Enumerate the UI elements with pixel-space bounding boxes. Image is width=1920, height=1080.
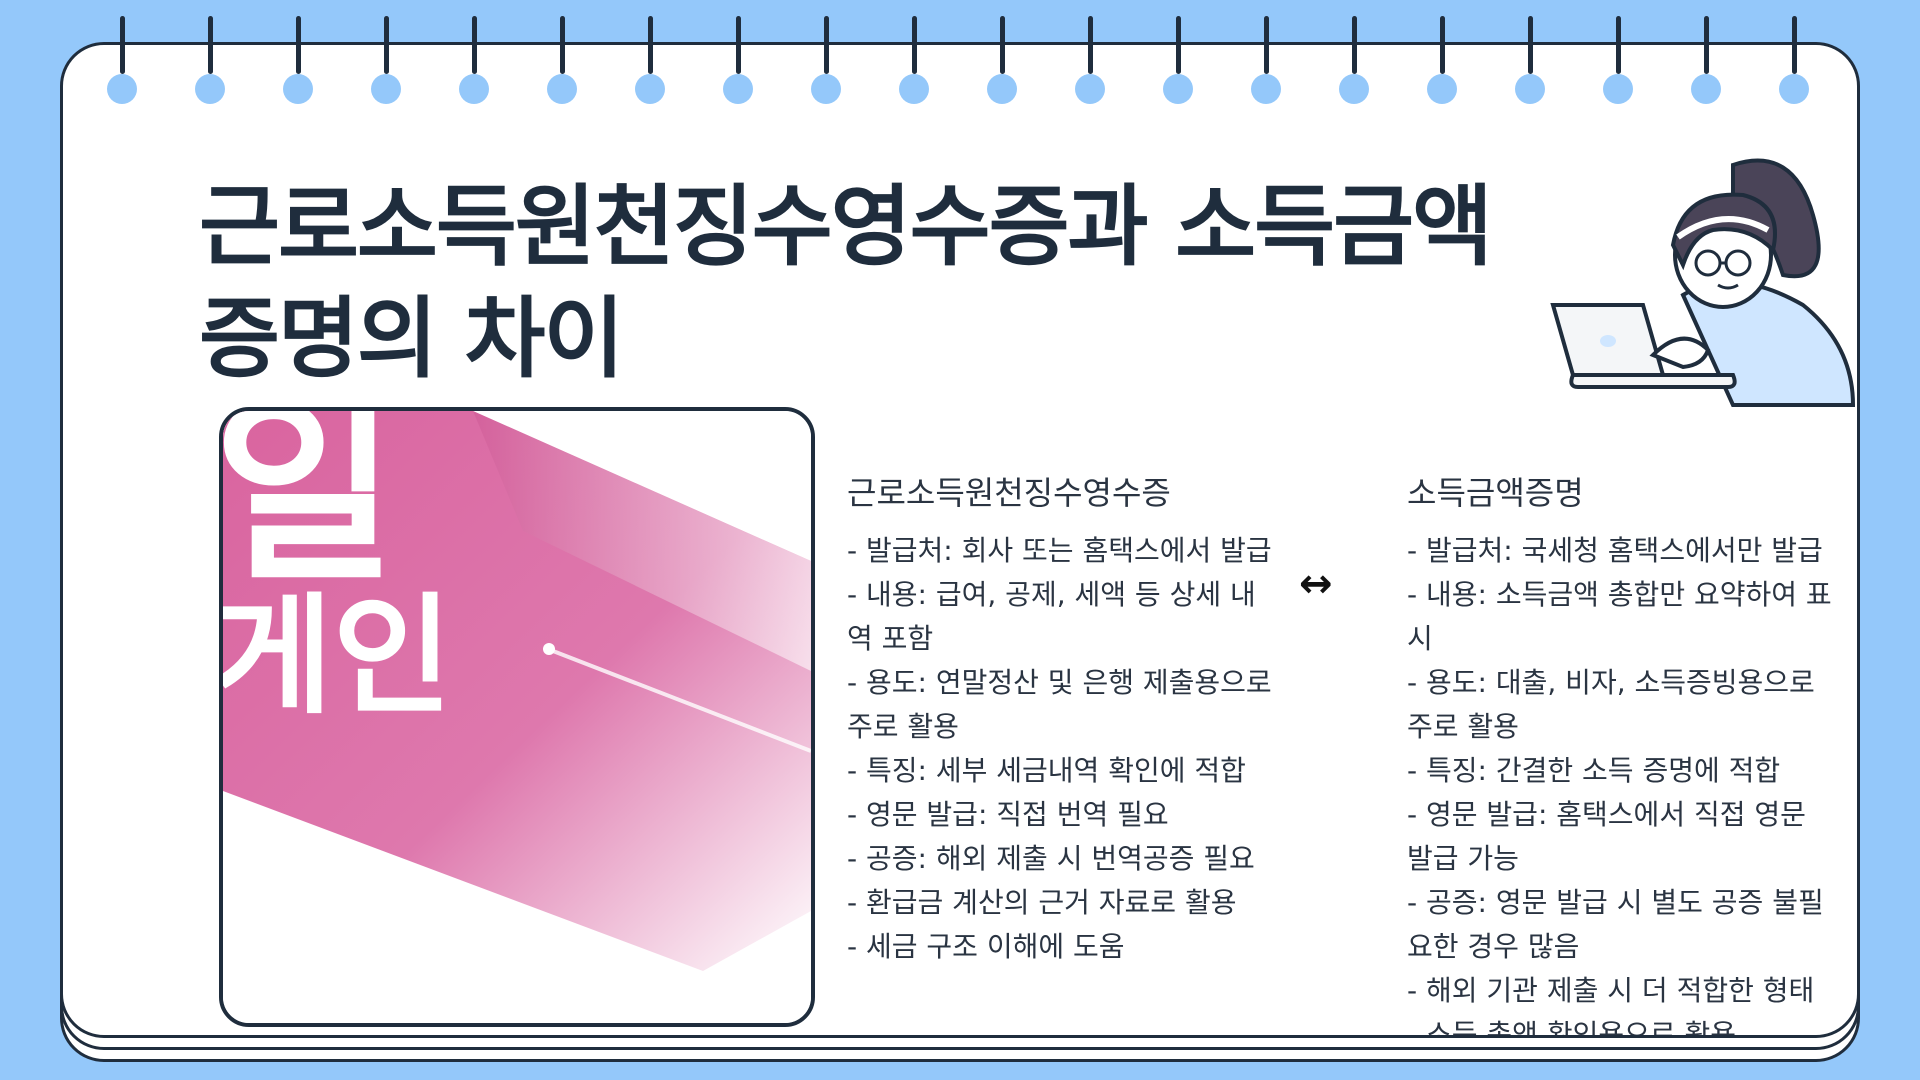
- notebook-page: 근로소득원천징수영수증과 소득금액증명의 차이 일 게인: [60, 42, 1860, 1038]
- list-item: - 용도: 대출, 비자, 소득증빙용으로 주로 활용: [1407, 666, 1815, 743]
- list-item: - 공증: 영문 발급 시 별도 공증 불필요한 경우 많음: [1407, 886, 1824, 963]
- left-list: - 발급처: 회사 또는 홈택스에서 발급 - 내용: 급여, 공제, 세액 등…: [847, 529, 1277, 969]
- image-text-small: 게인: [223, 580, 452, 732]
- binding-ring: [811, 16, 841, 104]
- binding-ring: [547, 16, 577, 104]
- list-item: - 영문 발급: 직접 번역 필요: [847, 798, 1169, 831]
- list-item: - 발급처: 국세청 홈택스에서만 발급: [1407, 534, 1823, 567]
- binding-ring: [1163, 16, 1193, 104]
- binding-ring: [371, 16, 401, 104]
- page-title: 근로소득원천징수영수증과 소득금액증명의 차이: [199, 175, 1493, 390]
- binding-ring: [1251, 16, 1281, 104]
- list-item: - 내용: 소득금액 총합만 요약하여 표시: [1407, 578, 1832, 655]
- binding-ring: [283, 16, 313, 104]
- binding-ring: [107, 16, 137, 104]
- binding-ring: [1339, 16, 1369, 104]
- right-list: - 발급처: 국세청 홈택스에서만 발급 - 내용: 소득금액 총합만 요약하여…: [1407, 529, 1837, 1038]
- binding-ring: [899, 16, 929, 104]
- list-item: - 특징: 세부 세금내역 확인에 적합: [847, 754, 1246, 787]
- list-item: - 영문 발급: 홈택스에서 직접 영문 발급 가능: [1407, 798, 1806, 875]
- binding-ring: [987, 16, 1017, 104]
- binding-ring: [1779, 16, 1809, 104]
- comparison-right-column: 소득금액증명 - 발급처: 국세청 홈택스에서만 발급 - 내용: 소득금액 총…: [1407, 471, 1837, 1038]
- binding-ring: [459, 16, 489, 104]
- binding-ring: [723, 16, 753, 104]
- woman-laptop-illustration: [1550, 158, 1856, 407]
- binding-ring: [195, 16, 225, 104]
- binding-ring: [1515, 16, 1545, 104]
- right-heading: 소득금액증명: [1407, 474, 1584, 512]
- list-item: - 특징: 간결한 소득 증명에 적합: [1407, 754, 1781, 787]
- left-heading: 근로소득원천징수영수증: [847, 474, 1171, 512]
- pink-3d-text-image: 일 게인: [223, 411, 811, 1023]
- list-item: - 환급금 계산의 근거 자료로 활용: [847, 886, 1237, 919]
- comparison-left-column: 근로소득원천징수영수증 - 발급처: 회사 또는 홈택스에서 발급 - 내용: …: [847, 471, 1277, 969]
- list-item: - 용도: 연말정산 및 은행 제출용으로 주로 활용: [847, 666, 1272, 743]
- binding-ring: [1427, 16, 1457, 104]
- list-item: - 세금 구조 이해에 도움: [847, 930, 1125, 963]
- list-item: - 발급처: 회사 또는 홈택스에서 발급: [847, 534, 1272, 567]
- binding-ring: [1075, 16, 1105, 104]
- list-item: - 해외 기관 제출 시 더 적합한 형태: [1407, 974, 1815, 1007]
- binding-ring: [635, 16, 665, 104]
- image-text-large: 일: [223, 411, 397, 609]
- binding-ring: [1603, 16, 1633, 104]
- list-item: - 소득 총액 확인용으로 활용: [1407, 1018, 1737, 1038]
- list-item: - 공증: 해외 제출 시 번역공증 필요: [847, 842, 1255, 875]
- featured-image: 일 게인: [219, 407, 815, 1027]
- comparison-arrow-icon: ↔: [1299, 561, 1332, 607]
- list-item: - 내용: 급여, 공제, 세액 등 상세 내역 포함: [847, 578, 1256, 655]
- binding-ring: [1691, 16, 1721, 104]
